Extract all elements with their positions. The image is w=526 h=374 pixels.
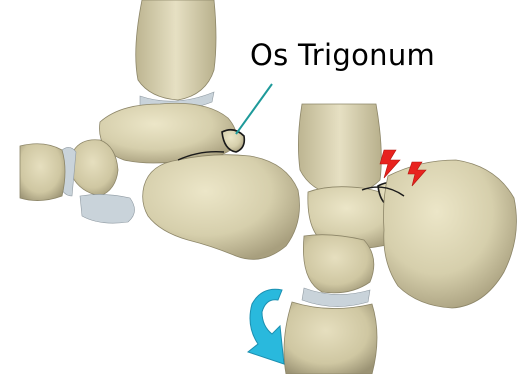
left-navicular [72,140,118,196]
os-trigonum-label: Os Trigonum [250,38,435,72]
right-tibia [298,104,381,196]
left-cuboid [80,194,135,223]
curved-arrow-icon [248,289,284,364]
left-calcaneus [143,155,300,260]
right-navicular [303,235,373,293]
right-calcaneus [384,160,517,308]
right-foot-plantarflexed [284,104,516,374]
right-cuneiform [284,302,377,374]
label-leader-line [236,84,272,134]
left-tibia [136,0,216,100]
left-cuneiform [20,144,65,201]
left-talus [100,103,238,163]
